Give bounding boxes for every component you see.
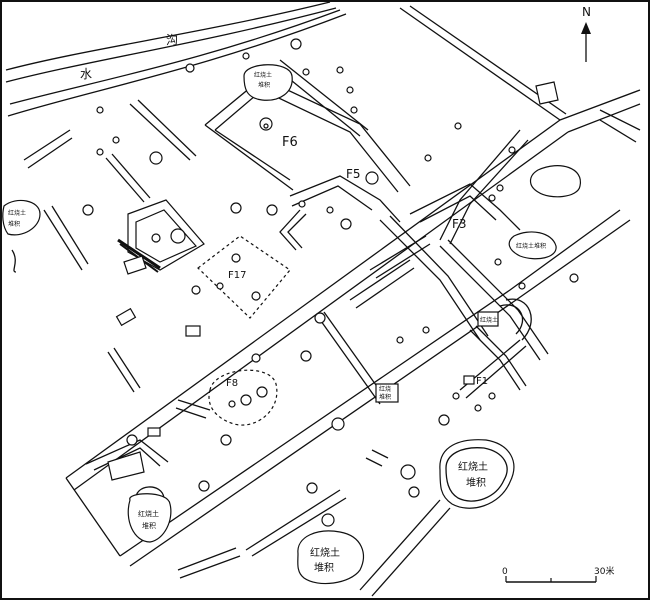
left-deposit-line2: 堆积 [8,220,20,228]
north-label: N [582,5,591,19]
burnt-earth-deposit-lower-left: 红烧土 堆积 [127,486,172,543]
f6-deposit-line2: 堆积 [258,81,270,89]
burnt-earth-deposit-right: 红烧土堆积 [508,231,557,260]
right-deposit-text: 红烧土堆积 [516,242,546,250]
house-F5: F5 [279,167,401,251]
pit [529,165,581,198]
lower-right-deposit-line1: 红烧土 [458,460,488,473]
house-F3: F3 [409,129,529,245]
scale-end: 30米 [594,565,614,577]
label-F6: F6 [282,135,298,150]
bottom-deposit-line2: 堆积 [314,562,334,574]
bottom-deposit-line1: 红烧土 [310,546,340,559]
center-deposit-line1: 红烧 [379,385,391,393]
lower-left-deposit-line1: 红烧土 [138,509,159,518]
burnt-earth-deposit-left: 红烧土 堆积 [2,129,89,273]
ditch-char-2: 沟 [166,33,178,47]
burnt-earth-deposit-lower-right: 红烧土 堆积 [439,439,515,509]
left-deposit-line1: 红烧土 [8,209,26,217]
label-F5: F5 [346,167,361,181]
label-F17: F17 [228,270,246,281]
house-F6: F6 [204,59,411,193]
burnt-earth-deposit-bottom: 红烧土 堆积 [297,530,364,585]
central-walls [314,215,549,405]
water-ditch: 水 沟 [5,1,347,117]
f6-deposit-line1: 红烧土 [254,71,272,79]
lower-left-deposit-line2: 堆积 [142,521,156,530]
label-F8: F8 [226,378,238,389]
house-F8: F8 [175,369,278,426]
scale-zero: 0 [502,567,508,577]
pit [535,81,559,105]
mark-1: 红烧土 [480,316,498,324]
lower-left-structure [85,307,201,481]
bottom-walls [177,449,451,597]
house-F1: F1 红烧土 [463,298,532,412]
label-F1: F1 [476,376,488,387]
house-F17: F17 [197,235,291,319]
burnt-earth-deposit-center: 红烧 堆积 [375,383,399,403]
scale-bar: 0 30米 [502,565,614,583]
ditch-char-1: 水 [80,67,92,81]
post-holes [82,38,579,527]
lower-right-deposit-line2: 堆积 [466,477,486,489]
burnt-earth-deposit-top: 红烧土 堆积 [243,64,293,101]
center-deposit-line2: 堆积 [379,393,391,401]
north-arrow: N [581,5,591,62]
left-structure [105,99,205,275]
